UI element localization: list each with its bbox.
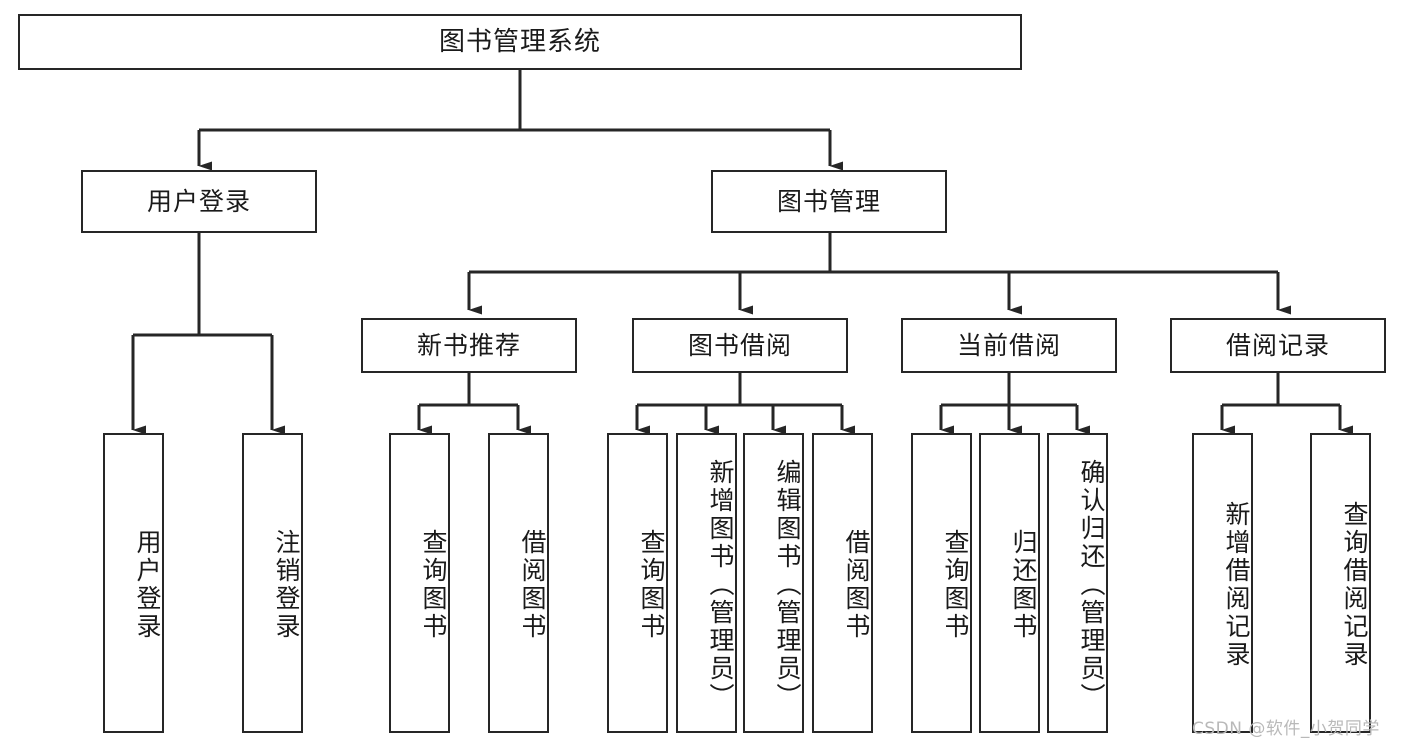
leaf-new-book-borrow-book[interactable]: 借阅图书	[488, 433, 549, 733]
node-label: 新书推荐	[416, 330, 521, 360]
leaf-user-login-logout[interactable]: 注销登录	[242, 433, 303, 733]
node-label: 用户登录	[146, 186, 251, 216]
node-label: 图书管理系统	[438, 26, 601, 57]
node-borrow-record[interactable]: 借阅记录	[1170, 318, 1386, 373]
leaf-current-borrow-confirm-return-admin[interactable]: 确认归还（管理员）	[1047, 433, 1108, 733]
leaf-current-borrow-query-book[interactable]: 查询图书	[911, 433, 972, 733]
leaf-new-book-query-book[interactable]: 查询图书	[389, 433, 450, 733]
leaf-book-borrow-query-book[interactable]: 查询图书	[607, 433, 668, 733]
leaf-user-login-login[interactable]: 用户登录	[103, 433, 164, 733]
leaf-book-borrow-add-book-admin[interactable]: 新增图书（管理员）	[676, 433, 737, 733]
node-label: 借阅图书	[842, 529, 871, 641]
node-label: 查询图书	[419, 529, 448, 641]
node-label: 图书管理	[776, 186, 881, 216]
leaf-book-borrow-edit-book-admin[interactable]: 编辑图书（管理员）	[743, 433, 804, 733]
node-current-borrow[interactable]: 当前借阅	[901, 318, 1117, 373]
node-label: 查询图书	[941, 529, 970, 641]
node-label: 查询图书	[637, 529, 666, 641]
csdn-watermark: CSDN @软件_小贺同学	[1192, 719, 1380, 739]
node-label: 查询借阅记录	[1340, 501, 1369, 669]
node-label: 用户登录	[133, 529, 162, 641]
node-book-management[interactable]: 图书管理	[711, 170, 947, 233]
node-book-borrow[interactable]: 图书借阅	[632, 318, 848, 373]
node-label: 新增借阅记录	[1222, 501, 1251, 669]
node-user-login[interactable]: 用户登录	[81, 170, 317, 233]
node-label: 图书借阅	[687, 330, 792, 360]
leaf-current-borrow-return-book[interactable]: 归还图书	[979, 433, 1040, 733]
node-root-book-management-system[interactable]: 图书管理系统	[18, 14, 1022, 70]
leaf-borrow-record-query-record[interactable]: 查询借阅记录	[1310, 433, 1371, 733]
leaf-book-borrow-borrow-book[interactable]: 借阅图书	[812, 433, 873, 733]
leaf-borrow-record-add-record[interactable]: 新增借阅记录	[1192, 433, 1253, 733]
node-label: 借阅记录	[1225, 330, 1330, 360]
node-label: 新增图书（管理员）	[706, 459, 735, 711]
node-label: 当前借阅	[956, 330, 1061, 360]
node-label: 归还图书	[1009, 529, 1038, 641]
node-label: 确认归还（管理员）	[1077, 459, 1106, 711]
node-new-book-recommend[interactable]: 新书推荐	[361, 318, 577, 373]
node-label: 注销登录	[272, 529, 301, 641]
node-label: 编辑图书（管理员）	[773, 459, 802, 711]
node-label: 借阅图书	[518, 529, 547, 641]
